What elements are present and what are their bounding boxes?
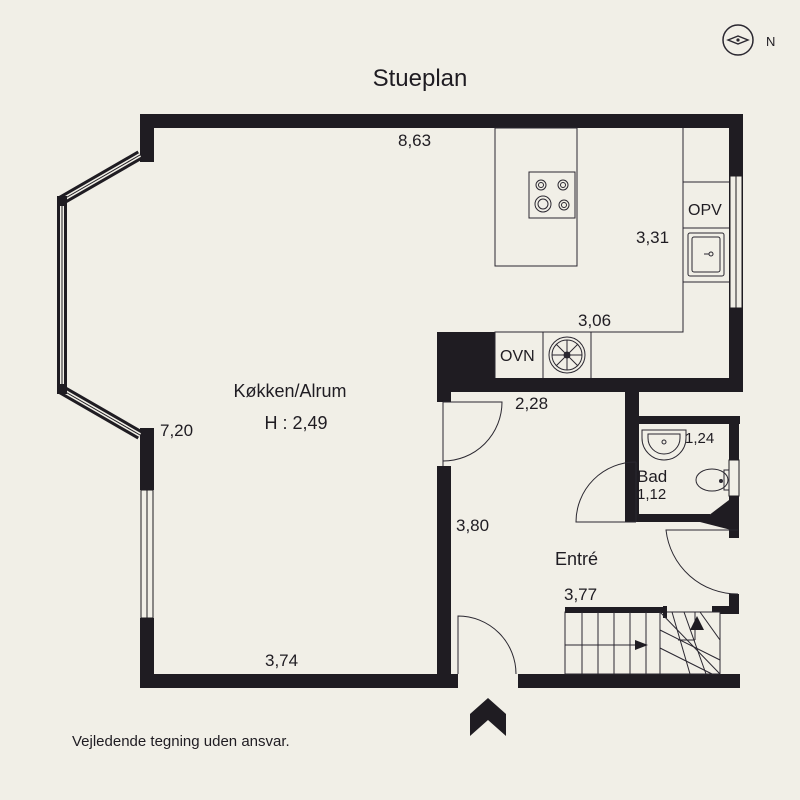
ovn-label: OVN bbox=[500, 348, 535, 365]
kitchen-room-height: H : 2,49 bbox=[264, 413, 327, 433]
compass-icon bbox=[722, 24, 754, 56]
opv-label: OPV bbox=[688, 202, 722, 219]
doors bbox=[442, 401, 739, 675]
dimension-counter: 3,06 bbox=[578, 311, 611, 330]
dimension-bath-depth: 1,12 bbox=[637, 486, 666, 503]
staircase bbox=[564, 606, 721, 675]
disclaimer: Vejledende tegning uden ansvar. bbox=[72, 733, 290, 750]
dimension-stair: 3,77 bbox=[564, 585, 597, 604]
dimension-kitchen-right: 3,31 bbox=[636, 228, 669, 247]
dimension-left-height: 7,20 bbox=[160, 421, 193, 440]
entry-room-name: Entré bbox=[555, 549, 598, 569]
entrance-arrow-icon bbox=[470, 698, 506, 736]
bath-fixtures bbox=[641, 429, 730, 492]
kitchen-island bbox=[494, 127, 578, 267]
bay-window bbox=[57, 150, 143, 440]
stove-fan-icon bbox=[548, 336, 586, 374]
plan-title: Stueplan bbox=[373, 65, 468, 92]
walls bbox=[140, 114, 743, 688]
stair-arrows bbox=[635, 616, 704, 650]
dimension-hall-top: 2,28 bbox=[515, 394, 548, 413]
kitchen-room-name: Køkken/Alrum bbox=[233, 381, 346, 401]
dimension-top-width: 8,63 bbox=[398, 131, 431, 150]
kitchen-counter bbox=[494, 128, 729, 378]
windows bbox=[140, 175, 743, 619]
dimension-bath-width: 1,24 bbox=[685, 430, 714, 447]
dimension-bottom-width: 3,74 bbox=[265, 651, 298, 670]
bath-room-name: Bad bbox=[637, 467, 667, 486]
dimension-entry-left: 3,80 bbox=[456, 516, 489, 535]
compass-north-label: N bbox=[766, 34, 775, 49]
